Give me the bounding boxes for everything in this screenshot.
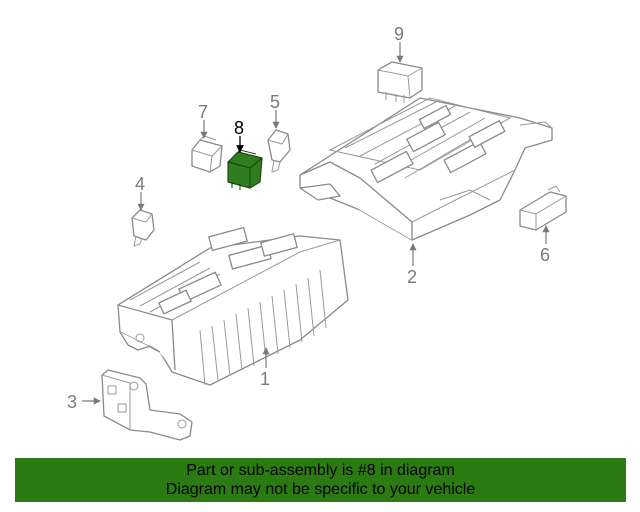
- callout-6: 6: [540, 245, 550, 265]
- part-7-relay[interactable]: [191, 135, 223, 173]
- part-4-fuse[interactable]: [131, 209, 155, 247]
- callout-1: 1: [260, 369, 270, 389]
- callout-8: 8: [234, 118, 244, 138]
- callout-5: 5: [270, 92, 280, 112]
- part-9-relay[interactable]: [377, 61, 423, 103]
- part-8-relay-highlighted[interactable]: [227, 149, 263, 190]
- callout-9: 9: [394, 24, 404, 44]
- callout-2: 2: [407, 267, 417, 287]
- callout-4: 4: [135, 174, 145, 194]
- part-3-bracket[interactable]: [101, 369, 193, 441]
- banner-line-part-number: Part or sub-assembly is #8 in diagram: [186, 462, 455, 479]
- info-banner: Part or sub-assembly is #8 in diagram Di…: [15, 458, 626, 502]
- callout-7: 7: [198, 102, 208, 122]
- part-6-connector[interactable]: [519, 185, 567, 231]
- callout-3: 3: [67, 392, 77, 412]
- part-5-fuse[interactable]: [267, 129, 291, 173]
- banner-line-disclaimer: Diagram may not be specific to your vehi…: [165, 481, 476, 498]
- part-2-fuse-box-upper[interactable]: [299, 97, 553, 241]
- part-1-fuse-box-lower[interactable]: [117, 226, 349, 386]
